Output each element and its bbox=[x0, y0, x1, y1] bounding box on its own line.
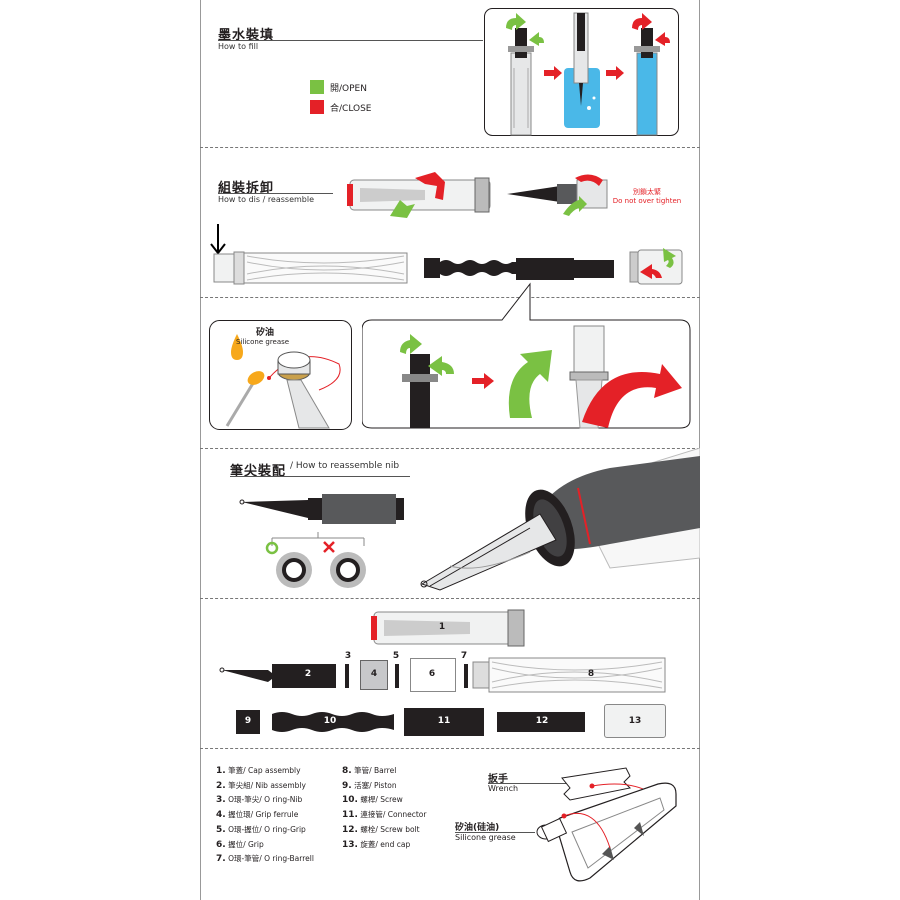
list-item: 10. 螺桿/ Screw bbox=[342, 795, 403, 806]
list-item: 6. 握位/ Grip bbox=[216, 839, 264, 850]
part-5-oring bbox=[395, 664, 399, 688]
part-2-nib bbox=[219, 664, 336, 688]
part-tag-3: 3 bbox=[344, 651, 352, 661]
reassemble-title-en: How to dis / reassemble bbox=[218, 195, 315, 204]
list-item: 5. O環-握位/ O ring-Grip bbox=[216, 824, 306, 835]
part-tag-8: 8 bbox=[587, 669, 595, 679]
section-divider bbox=[200, 748, 700, 749]
wrench-label-en: Wrench bbox=[488, 784, 519, 793]
legend-open: 開/OPEN bbox=[310, 80, 367, 94]
legend-open-label: 開/OPEN bbox=[330, 83, 367, 94]
legend-close: 合/CLOSE bbox=[310, 100, 372, 114]
part-tag-5: 5 bbox=[392, 651, 400, 661]
title-rule bbox=[230, 476, 410, 477]
endcap-unscrew-illustration bbox=[629, 248, 683, 285]
part-tag-10: 10 bbox=[323, 716, 337, 726]
part-1-cap bbox=[371, 609, 525, 647]
warning-en: Do not over tighten bbox=[612, 197, 682, 205]
section-divider bbox=[200, 598, 700, 599]
grease-label-zh: 矽油 bbox=[256, 328, 275, 338]
nib-title-zh: 筆尖裝配 bbox=[230, 464, 287, 479]
wrench-label-zh: 扳手 bbox=[488, 774, 508, 785]
part-tag-12: 12 bbox=[535, 716, 549, 726]
parts-list-left: 1. 筆蓋/ Cap assembly 2. 筆尖組/ Nib assembly… bbox=[216, 764, 314, 867]
list-item: 7. O環-筆管/ O ring-Barrell bbox=[216, 854, 314, 865]
close-swatch bbox=[310, 100, 324, 114]
warning-zh: 別鎖太緊 bbox=[633, 188, 661, 196]
open-swatch bbox=[310, 80, 324, 94]
nib-assembly-small bbox=[239, 494, 404, 524]
section-divider bbox=[200, 448, 700, 449]
list-item: 2. 筆尖組/ Nib assembly bbox=[216, 780, 306, 791]
list-item: 9. 活塞/ Piston bbox=[342, 780, 397, 791]
title-rule bbox=[218, 40, 483, 41]
grease-label-en: Silicone grease bbox=[236, 338, 290, 346]
piston-screw-illustration bbox=[424, 258, 614, 280]
tighten-warning: 別鎖太緊 Do not over tighten bbox=[612, 188, 682, 206]
cap-unscrew-illustration bbox=[347, 172, 491, 218]
section-divider bbox=[200, 297, 700, 298]
piston-detail-panel bbox=[362, 282, 691, 429]
part-8-barrel bbox=[472, 657, 666, 693]
list-item: 1. 筆蓋/ Cap assembly bbox=[216, 766, 301, 776]
ring-orientation-illustration bbox=[265, 532, 366, 588]
label-rule bbox=[455, 832, 535, 833]
part-tag-11: 11 bbox=[437, 716, 451, 726]
nib-unscrew-illustration bbox=[507, 174, 608, 216]
list-item: 4. 握位環/ Grip ferrule bbox=[216, 810, 299, 821]
part-tag-1: 1 bbox=[438, 622, 446, 632]
grease-tool-label-en: Silicone grease bbox=[455, 833, 516, 842]
parts-list-right: 8. 筆管/ Barrel 9. 活塞/ Piston 10. 螺桿/ Scre… bbox=[342, 764, 426, 852]
fill-illustration bbox=[484, 8, 679, 136]
nib-closeup-illustration bbox=[420, 448, 700, 591]
part-13-endcap bbox=[604, 704, 666, 738]
down-arrow-icon bbox=[210, 224, 226, 255]
fill-title-en: How to fill bbox=[218, 42, 259, 51]
toolbox-illustration bbox=[536, 767, 677, 882]
legend-close-label: 合/CLOSE bbox=[330, 103, 372, 114]
part-3-oring bbox=[345, 664, 349, 688]
list-item: 3. O環-筆尖/ O ring-Nib bbox=[216, 795, 303, 806]
list-item: 13. 旋蓋/ end cap bbox=[342, 839, 411, 850]
list-item: 8. 筆管/ Barrel bbox=[342, 766, 397, 776]
part-tag-2: 2 bbox=[304, 669, 312, 679]
section-divider bbox=[200, 147, 700, 148]
list-item: 11. 連接管/ Connector bbox=[342, 810, 427, 821]
part-6-grip bbox=[410, 658, 456, 692]
grease-tool-label-zh: 矽油(硅油) bbox=[455, 823, 500, 833]
part-4-ferrule bbox=[360, 660, 388, 690]
nib-title-en: / How to reassemble nib bbox=[290, 461, 400, 471]
part-tag-4: 4 bbox=[370, 669, 378, 679]
title-rule bbox=[218, 193, 333, 194]
part-11-connector bbox=[404, 708, 484, 736]
part-tag-13: 13 bbox=[628, 716, 642, 726]
part-9-piston bbox=[236, 710, 260, 734]
label-rule bbox=[488, 783, 568, 784]
barrel-illustration bbox=[213, 251, 408, 285]
part-7-oring bbox=[464, 664, 468, 688]
part-tag-7: 7 bbox=[460, 651, 468, 661]
reassemble-title-zh: 組裝拆卸 bbox=[218, 181, 275, 196]
part-10-screw bbox=[272, 712, 394, 732]
part-12-bolt bbox=[497, 712, 585, 732]
fill-title-zh: 墨水裝填 bbox=[218, 28, 275, 43]
part-tag-9: 9 bbox=[244, 716, 252, 726]
part-tag-6: 6 bbox=[428, 669, 436, 679]
grease-panel bbox=[209, 320, 352, 430]
list-item: 12. 螺栓/ Screw bolt bbox=[342, 824, 420, 835]
